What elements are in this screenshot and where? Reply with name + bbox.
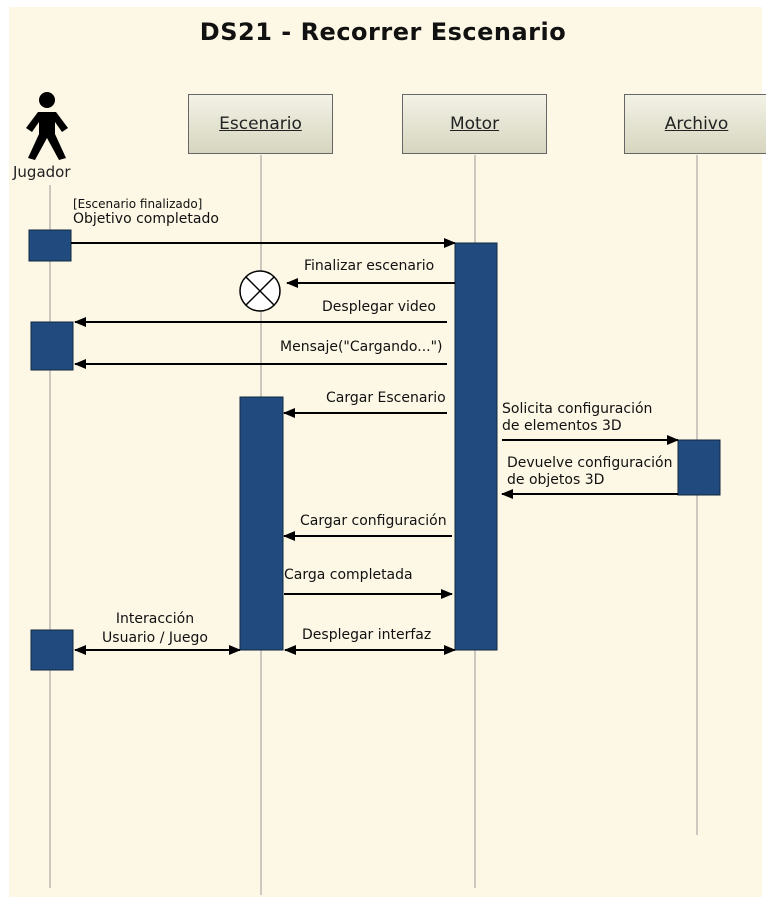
diagram-background <box>9 7 762 897</box>
actor-jugador-label: Jugador <box>13 163 71 181</box>
message-interfaz-label: Desplegar interfaz <box>302 627 432 643</box>
participant-archivo-label: Archivo <box>664 114 729 134</box>
participant-motor-label: Motor <box>449 114 500 134</box>
participant-archivo: Archivo <box>624 94 766 154</box>
message-cargar-config-label: Cargar configuración <box>300 513 447 529</box>
participant-escenario-label: Escenario <box>219 114 302 134</box>
message-carga-completada-label: Carga completada <box>284 567 413 583</box>
message-interaccion-label-1: Interacción <box>115 611 195 627</box>
stick-figure-icon <box>26 92 68 160</box>
participant-motor: Motor <box>402 94 547 154</box>
message-solicita-label-1: Solicita configuración <box>502 401 653 417</box>
activation-jugador-2 <box>30 321 74 371</box>
message-cargar-escenario-label: Cargar Escenario <box>326 390 446 406</box>
activation-escenario <box>239 396 284 651</box>
message-solicita-label-2: de elementos 3D <box>502 418 622 434</box>
activation-jugador-1 <box>28 229 72 262</box>
message-video-label: Desplegar video <box>322 299 436 315</box>
message-finalizar-label: Finalizar escenario <box>304 258 435 274</box>
diagram-title: DS21 - Recorrer Escenario <box>199 18 567 46</box>
message-objetivo-label: Objetivo completado <box>73 211 219 227</box>
message-interaccion-label-2: Usuario / Juego <box>102 630 208 646</box>
activation-archivo <box>677 439 721 496</box>
message-devuelve-label-2: de objetos 3D <box>507 472 605 488</box>
message-cargando-label: Mensaje("Cargando...") <box>280 339 443 355</box>
message-devuelve-label-1: Devuelve configuración <box>507 455 673 471</box>
destroy-marker-icon <box>239 270 281 312</box>
activation-jugador-3 <box>30 629 74 671</box>
message-objetivo-guard: [Escenario finalizado] <box>73 197 203 211</box>
activation-motor <box>454 242 498 651</box>
participant-escenario: Escenario <box>188 94 333 154</box>
